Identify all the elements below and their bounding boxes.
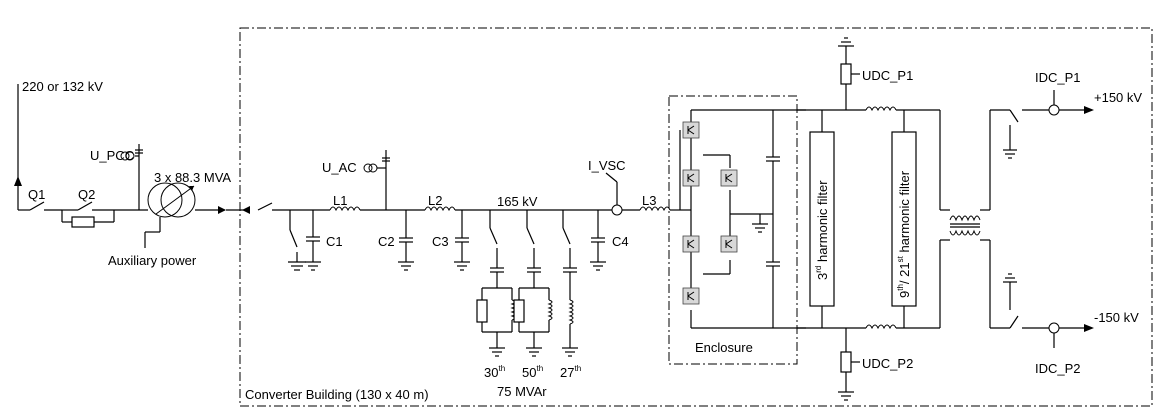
auxiliary-power-label: Auxiliary power xyxy=(108,253,197,268)
enclosure-label: Enclosure xyxy=(695,340,753,355)
udc-p2-measurement: UDC_P2 xyxy=(838,328,913,401)
u-ac-label: U_AC xyxy=(322,160,357,175)
inductor-l1: L1 xyxy=(329,193,361,212)
c1-label: C1 xyxy=(326,234,343,249)
q1-label: Q1 xyxy=(28,187,45,202)
capacitor-c1: C1 xyxy=(288,210,343,271)
u-ac-measurement: U_AC xyxy=(322,150,390,210)
capacitor-c3: C3 xyxy=(432,210,470,271)
building-entry xyxy=(226,206,250,214)
c3-label: C3 xyxy=(432,234,449,249)
valve-6 xyxy=(682,287,700,305)
converter-building-boundary xyxy=(239,27,1153,407)
udc-p1-label: UDC_P1 xyxy=(862,68,913,83)
q2-label: Q2 xyxy=(78,187,95,202)
udc-p2-label: UDC_P2 xyxy=(862,356,913,371)
grid-voltage-label: 220 or 132 kV xyxy=(22,79,103,94)
negative-pole: IDC_P2 -150 kV xyxy=(990,273,1139,376)
filter-branch-30th: 30th xyxy=(476,210,516,380)
udc-p1-measurement: UDC_P1 xyxy=(838,37,913,110)
u-pcc-label: U_PCC xyxy=(90,148,134,163)
breaker-q1: Q1 xyxy=(28,187,62,211)
minus-voltage-label: -150 kV xyxy=(1094,310,1139,325)
valve-1 xyxy=(682,121,700,139)
inductor-l3: L3 xyxy=(639,193,671,212)
enclosure-boundary xyxy=(668,95,798,365)
l2-label: L2 xyxy=(428,193,442,208)
l3-label: L3 xyxy=(642,193,656,208)
vsc-valves xyxy=(679,109,806,329)
valve-2 xyxy=(682,169,700,187)
grid-connection: 220 or 132 kV xyxy=(14,79,103,210)
positive-pole: IDC_P1 +150 kV xyxy=(990,70,1142,159)
ninth-21st-harmonic-filter: 9th/ 21st harmonic filter xyxy=(891,110,917,328)
transformer-label: 3 x 88.3 MVA xyxy=(154,170,231,185)
i-vsc-label: I_VSC xyxy=(588,158,626,173)
building-label: Converter Building (130 x 40 m) xyxy=(245,387,429,402)
i-vsc-measurement: I_VSC xyxy=(588,158,640,216)
bus-voltage-label: 165 kV xyxy=(497,194,538,209)
filter-rating-label: 75 MVAr xyxy=(497,384,547,399)
c2-label: C2 xyxy=(378,234,395,249)
third-harmonic-label: 3rd harmonic filter xyxy=(814,180,830,280)
l1-label: L1 xyxy=(333,193,347,208)
idc-p1-label: IDC_P1 xyxy=(1035,70,1081,85)
idc-p2-label: IDC_P2 xyxy=(1035,361,1081,376)
capacitor-c2: C2 xyxy=(378,210,414,271)
main-transformer: 3 x 88.3 MVA Auxiliary power xyxy=(108,170,231,268)
plus-voltage-label: +150 kV xyxy=(1094,90,1142,105)
third-harmonic-filter: 3rd harmonic filter xyxy=(809,110,835,328)
filter-branch-50th: 50th xyxy=(513,210,553,380)
ninth-harmonic-label: 9th/ 21st harmonic filter xyxy=(896,170,912,298)
valve-3 xyxy=(720,169,738,187)
inductor-l2: L2 xyxy=(424,193,456,212)
valve-4 xyxy=(682,235,700,253)
capacitor-c4: C4 xyxy=(590,210,629,271)
breaker-q2: Q2 xyxy=(61,187,148,228)
valve-5 xyxy=(720,235,738,253)
h30-label: 30th xyxy=(484,364,505,380)
dc-coupling-reactor xyxy=(940,110,991,328)
filter-branch-27th: 27th xyxy=(560,210,581,380)
u-pcc-measurement: U_PCC xyxy=(90,144,143,210)
h50-label: 50th xyxy=(522,364,543,380)
c4-label: C4 xyxy=(612,234,629,249)
h27-label: 27th xyxy=(560,364,581,380)
